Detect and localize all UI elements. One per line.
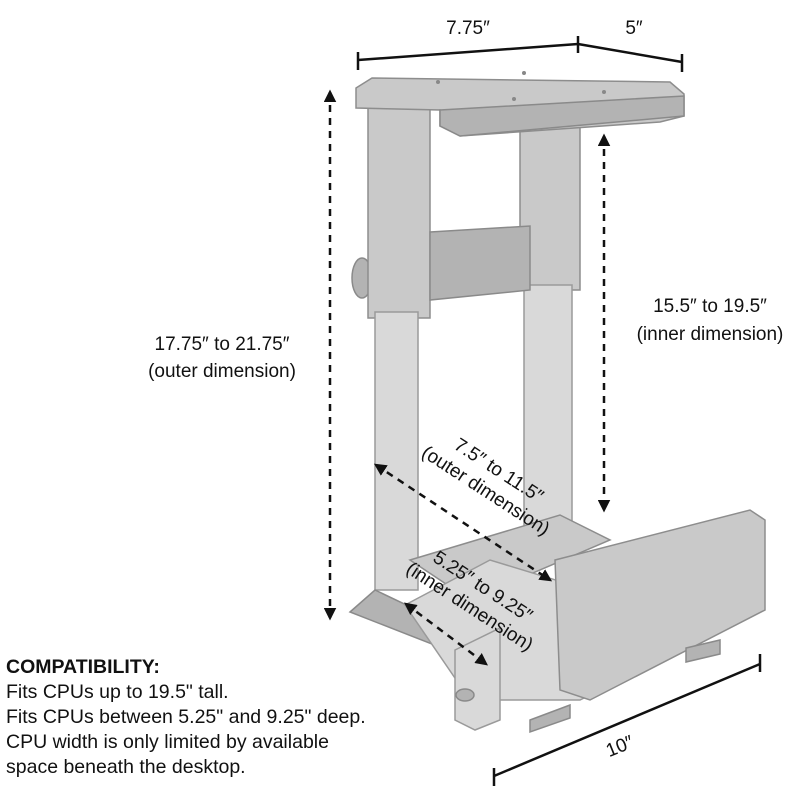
dimension-top-depth [577, 42, 684, 72]
cpu-holder-illustration [348, 71, 766, 734]
compatibility-line: space beneath the desktop. [6, 756, 246, 778]
compatibility-line: Fits CPUs between 5.25" and 9.25" deep. [6, 706, 366, 728]
top-depth-label: 5″ [625, 18, 643, 39]
compatibility-line: Fits CPUs up to 19.5" tall. [6, 681, 229, 703]
dimension-base-length [492, 654, 762, 786]
left-upper-column [367, 99, 431, 319]
compatibility-line: CPU width is only limited by available [6, 731, 329, 753]
inner-height-note: (inner dimension) [637, 324, 784, 345]
inner-height-label: 15.5″ to 19.5″ [653, 296, 767, 317]
bottom-knob [455, 688, 475, 702]
compatibility-block: COMPATIBILITY: Fits CPUs up to 19.5" tal… [6, 655, 446, 780]
foot-right [685, 639, 721, 663]
compatibility-title: COMPATIBILITY: [6, 656, 160, 678]
dimension-top-width [356, 36, 580, 70]
top-width-label: 7.75″ [446, 18, 490, 39]
end-plate [554, 509, 766, 701]
left-lower-column [374, 311, 419, 591]
outer-height-note: (outer dimension) [148, 361, 296, 382]
base-length-label: 10″ [603, 732, 637, 762]
dimension-outer-width [373, 463, 553, 582]
cross-bar [429, 225, 531, 301]
top-plate-front-lip [439, 95, 685, 137]
outer-height-label: 17.75″ to 21.75″ [155, 334, 290, 355]
dimension-inner-width [404, 602, 488, 666]
foot-front [529, 703, 571, 734]
